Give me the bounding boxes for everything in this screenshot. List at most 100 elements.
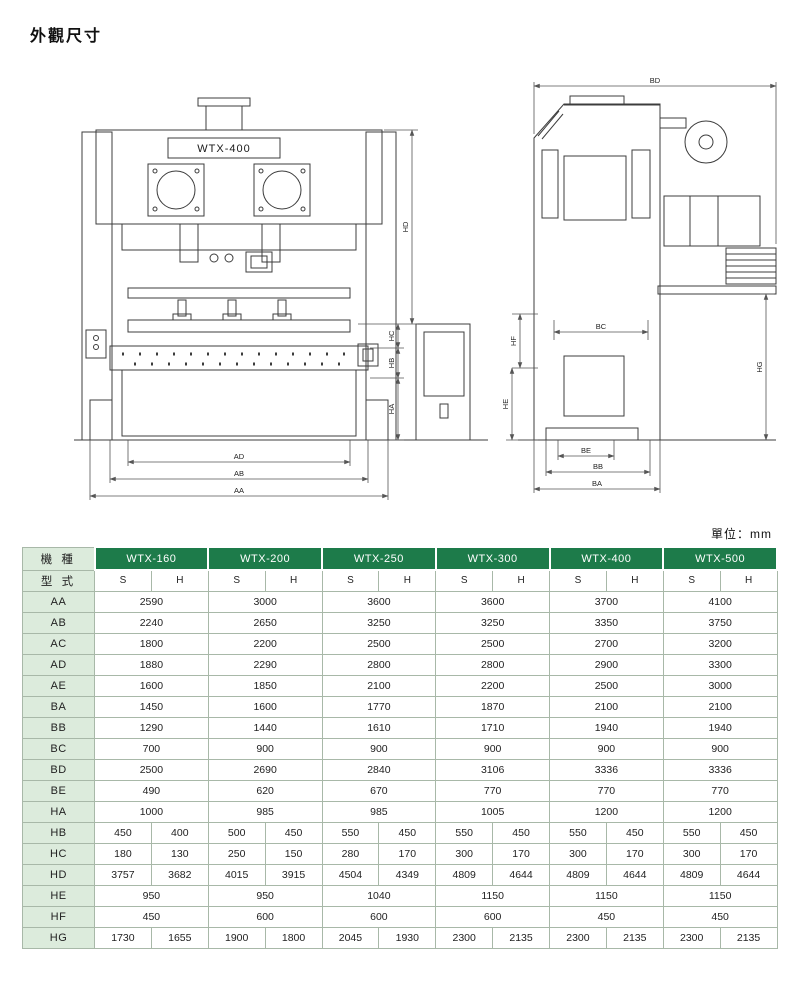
value-cell-hg-4: 2045 <box>321 926 380 949</box>
value-cell-hc-7: 170 <box>492 842 550 865</box>
model-header-wtx-250: WTX-250 <box>321 546 437 571</box>
row-label-hb: HB <box>22 821 95 844</box>
value-cell-hb-5: 450 <box>378 821 437 844</box>
value-cell-hb-0: 450 <box>94 821 152 844</box>
value-cell-ha-3: 1005 <box>435 800 550 823</box>
unit-label: 單位：mm <box>711 527 772 541</box>
value-cell-he-3: 1150 <box>435 884 550 907</box>
value-cell-hc-5: 170 <box>378 842 437 865</box>
value-cell-ab-4: 3350 <box>549 611 664 634</box>
dim-label-hd: HD <box>401 221 410 232</box>
value-cell-bd-2: 2840 <box>321 758 437 781</box>
dim-label-hf: HF <box>509 336 518 346</box>
sub-col-s-5: S <box>662 569 721 592</box>
value-cell-ad-2: 2800 <box>321 653 437 676</box>
dim-label-ab: AB <box>234 469 244 478</box>
value-cell-bb-1: 1440 <box>207 716 323 739</box>
value-cell-aa-4: 3700 <box>549 590 664 613</box>
value-cell-hc-6: 300 <box>435 842 494 865</box>
dim-label-ad: AD <box>234 452 245 461</box>
value-cell-ae-3: 2200 <box>435 674 550 697</box>
value-cell-hc-2: 250 <box>207 842 266 865</box>
value-cell-hb-10: 550 <box>662 821 721 844</box>
value-cell-ac-1: 2200 <box>207 632 323 655</box>
value-cell-hd-3: 3915 <box>264 863 323 886</box>
dim-label-he: HE <box>501 399 510 409</box>
sub-col-h-3: H <box>492 569 550 592</box>
side-view <box>518 95 777 441</box>
value-cell-hb-1: 400 <box>150 821 209 844</box>
value-cell-be-5: 770 <box>662 779 778 802</box>
value-cell-hf-2: 600 <box>321 905 437 928</box>
value-cell-hg-0: 1730 <box>94 926 152 949</box>
value-cell-he-0: 950 <box>94 884 209 907</box>
value-cell-hc-3: 150 <box>264 842 323 865</box>
value-cell-hg-5: 1930 <box>378 926 437 949</box>
value-cell-bd-4: 3336 <box>549 758 664 781</box>
value-cell-hc-0: 180 <box>94 842 152 865</box>
value-cell-aa-5: 4100 <box>662 590 778 613</box>
front-dimensions: HD HC HB HA AD <box>89 129 418 500</box>
dim-label-hg: HG <box>755 361 764 372</box>
row-label-ad: AD <box>22 653 95 676</box>
dim-label-aa: AA <box>234 486 244 495</box>
value-cell-ba-3: 1870 <box>435 695 550 718</box>
sub-col-s-4: S <box>549 569 607 592</box>
value-cell-hg-8: 2300 <box>549 926 607 949</box>
value-cell-bb-5: 1940 <box>662 716 778 739</box>
value-cell-hd-2: 4015 <box>207 863 266 886</box>
value-cell-ba-1: 1600 <box>207 695 323 718</box>
dim-label-bb: BB <box>593 462 603 471</box>
value-cell-ad-4: 2900 <box>549 653 664 676</box>
value-cell-hg-6: 2300 <box>435 926 494 949</box>
row-label-hc: HC <box>22 842 95 865</box>
value-cell-aa-1: 3000 <box>207 590 323 613</box>
row-label-ba: BA <box>22 695 95 718</box>
value-cell-ba-0: 1450 <box>94 695 209 718</box>
value-cell-hd-0: 3757 <box>94 863 152 886</box>
sub-col-h-1: H <box>264 569 323 592</box>
value-cell-bd-1: 2690 <box>207 758 323 781</box>
value-cell-be-3: 770 <box>435 779 550 802</box>
value-cell-he-2: 1040 <box>321 884 437 907</box>
value-cell-ab-0: 2240 <box>94 611 209 634</box>
value-cell-bc-4: 900 <box>549 737 664 760</box>
value-cell-hd-8: 4809 <box>549 863 607 886</box>
machine-model-label: WTX-400 <box>197 143 250 155</box>
dim-label-bd: BD <box>650 76 661 85</box>
value-cell-hc-4: 280 <box>321 842 380 865</box>
value-cell-ae-4: 2500 <box>549 674 664 697</box>
value-cell-hd-4: 4504 <box>321 863 380 886</box>
row-label-he: HE <box>22 884 95 907</box>
row-label-hd: HD <box>22 863 95 886</box>
value-cell-ac-4: 2700 <box>549 632 664 655</box>
value-cell-be-4: 770 <box>549 779 664 802</box>
value-cell-hf-1: 600 <box>207 905 323 928</box>
value-cell-he-5: 1150 <box>662 884 778 907</box>
sub-col-s-1: S <box>207 569 266 592</box>
row-label-be: BE <box>22 779 95 802</box>
row-label-ae: AE <box>22 674 95 697</box>
row-label-ha: HA <box>22 800 95 823</box>
value-cell-ba-2: 1770 <box>321 695 437 718</box>
value-cell-hb-8: 550 <box>549 821 607 844</box>
value-cell-ha-4: 1200 <box>549 800 664 823</box>
value-cell-hd-6: 4809 <box>435 863 494 886</box>
value-cell-bb-2: 1610 <box>321 716 437 739</box>
value-cell-hf-0: 450 <box>94 905 209 928</box>
value-cell-bd-0: 2500 <box>94 758 209 781</box>
value-cell-hg-1: 1655 <box>150 926 209 949</box>
